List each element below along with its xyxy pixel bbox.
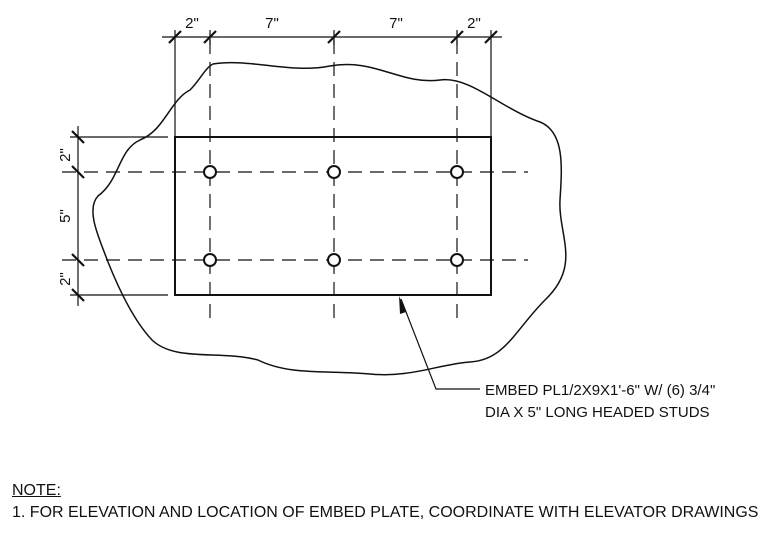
- stud: [327, 165, 341, 179]
- dim-left-top-edge: 2": [57, 148, 74, 162]
- stud: [450, 165, 464, 179]
- dim-top-left-span: 7": [265, 15, 279, 32]
- stud: [450, 253, 464, 267]
- headed-studs: [203, 165, 464, 267]
- dim-top-left-edge: 2": [185, 15, 199, 32]
- dim-top-right-edge: 2": [467, 15, 481, 32]
- stud: [327, 253, 341, 267]
- dim-left-span: 5": [57, 209, 74, 223]
- stud: [203, 165, 217, 179]
- stud: [203, 253, 217, 267]
- concrete-breakout-outline: [92, 61, 567, 376]
- stud-centerlines-vertical: [209, 40, 458, 322]
- stud-centerlines-horizontal: [62, 171, 528, 261]
- top-dimension-string: [162, 30, 502, 137]
- callout-line-2: DIA X 5" LONG HEADED STUDS: [485, 404, 710, 421]
- callout-leader: [399, 296, 480, 390]
- note-title: NOTE:: [12, 482, 61, 499]
- dim-left-bottom-edge: 2": [57, 272, 74, 286]
- embed-plate: [174, 136, 492, 296]
- left-dimension-string: [70, 126, 168, 306]
- note-text: 1. FOR ELEVATION AND LOCATION OF EMBED P…: [12, 504, 760, 521]
- callout-line-1: EMBED PL1/2X9X1'-6" W/ (6) 3/4": [485, 382, 715, 399]
- dim-top-right-span: 7": [389, 15, 403, 32]
